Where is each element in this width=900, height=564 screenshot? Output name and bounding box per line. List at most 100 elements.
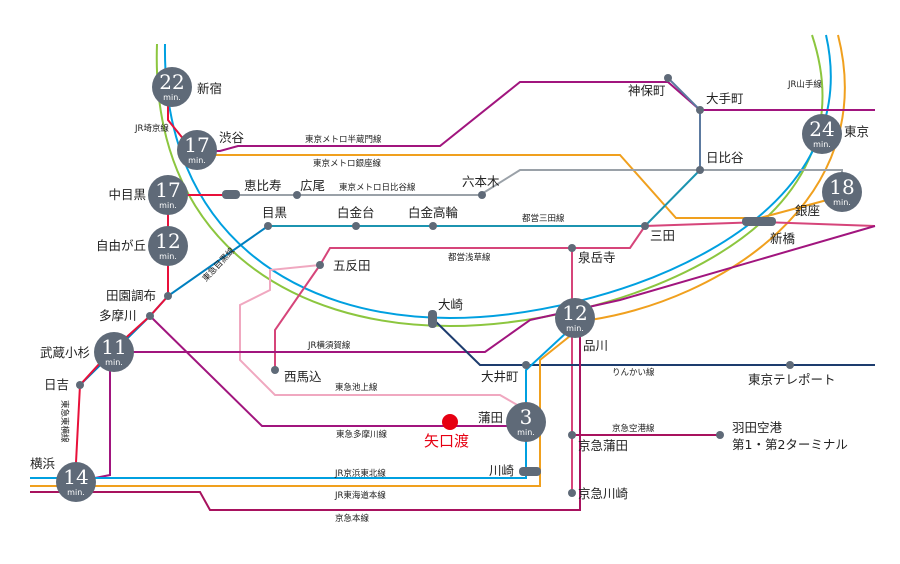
line-label-mita: 都営三田線 <box>522 213 565 224</box>
home-marker <box>442 414 458 430</box>
station-ebisu: 恵比寿 <box>244 178 282 193</box>
hub-shinjuku: 22 min. 新宿 <box>152 67 222 107</box>
hub-minutes: 12 <box>155 229 180 253</box>
station-shimbashi: 新橋 <box>770 231 796 246</box>
station-tokyo-teleport: 東京テレポート <box>748 372 836 387</box>
station-hiroo: 広尾 <box>300 178 325 193</box>
line-label-keikyu: 京急本線 <box>335 513 370 524</box>
station-tamagawa: 多摩川 <box>99 308 137 323</box>
station-hiyoshi: 日吉 <box>44 377 69 392</box>
hanzomon-line <box>193 78 669 152</box>
hub-tokyo: 24 min. 東京 <box>802 114 869 154</box>
line-label-keikyu-airport: 京急空港線 <box>612 423 655 434</box>
hub-minutes: 24 <box>809 117 834 141</box>
station-osaki: 大崎 <box>438 297 464 312</box>
hub-kamata: 3 min. 蒲田 <box>478 402 546 442</box>
keikyu-kawasaki-dot <box>568 489 576 497</box>
station-shirokanedai: 白金台 <box>337 205 375 220</box>
hub-ginza: 18 min. 銀座 <box>795 172 862 218</box>
ikegami-line <box>239 264 527 411</box>
station-sengakuji: 泉岳寺 <box>578 250 616 265</box>
hub-shinagawa: 12 min. 品川 <box>555 298 608 353</box>
jr-tokaido-ring <box>589 34 846 321</box>
line-label-asakusa: 都営浅草線 <box>448 252 491 263</box>
tamagawa-line <box>149 315 526 427</box>
hub-station: 渋谷 <box>219 130 245 145</box>
nishimagome-dot <box>271 366 279 374</box>
station-gotanda: 五反田 <box>333 258 371 273</box>
line-label-tamagawa: 東急多摩川線 <box>336 429 388 440</box>
hub-minutes: 12 <box>562 301 587 325</box>
station-nishimagome: 西馬込 <box>284 369 322 384</box>
hub-minutes: 11 <box>101 335 126 359</box>
station-jimbocho: 神保町 <box>628 83 666 98</box>
station-mita: 三田 <box>650 228 675 243</box>
tamagawa-dot <box>146 312 154 320</box>
line-label-saikyo: JR埼京線 <box>134 123 169 134</box>
hub-station: 銀座 <box>795 203 820 218</box>
line-label-keihin-tohoku: JR京浜東北線 <box>334 468 386 479</box>
hub-station: 武蔵小杉 <box>40 345 90 360</box>
hub-musashikosugi: 11 min. 武蔵小杉 <box>40 332 134 372</box>
hub-station: 自由が丘 <box>96 238 146 253</box>
station-oimachi: 大井町 <box>481 369 519 384</box>
hub-minutes: 22 <box>159 70 184 94</box>
station-haneda-terminal: 第1・第2ターミナル <box>732 437 848 452</box>
station-haneda: 羽田空港 <box>732 420 783 435</box>
hub-station: 品川 <box>583 338 608 353</box>
hub-yokohama: 14 min. 横浜 <box>30 456 96 502</box>
line-label-rinkai: りんかい線 <box>612 367 655 378</box>
station-hibiya: 日比谷 <box>706 150 744 165</box>
shirokanetakanawa-dot <box>429 222 437 230</box>
hub-station: 横浜 <box>30 456 55 471</box>
hub-unit: min. <box>833 198 851 207</box>
jr-keihin-tohoku-ring <box>163 34 832 320</box>
line-label-ikegami: 東急池上線 <box>335 382 378 393</box>
station-dots <box>76 74 794 497</box>
hub-unit: min. <box>566 324 584 333</box>
oimachi-dot <box>522 361 530 369</box>
otemachi-dot <box>696 106 704 114</box>
hiroo-dot <box>293 191 301 199</box>
station-denenchofu: 田園調布 <box>106 288 156 303</box>
hub-minutes: 18 <box>829 175 854 199</box>
hibiya-line-north <box>667 77 701 170</box>
line-label-hanzomon: 東京メトロ半蔵門線 <box>305 134 382 145</box>
jimbocho-dot <box>664 74 672 82</box>
hub-unit: min. <box>159 201 177 210</box>
station-otemachi: 大手町 <box>706 91 744 106</box>
jr-yokosuka-line <box>110 225 876 353</box>
hiyoshi-dot <box>76 381 84 389</box>
hub-station: 東京 <box>844 124 869 139</box>
hub-station: 中目黒 <box>108 187 146 202</box>
mita-dot <box>641 222 649 230</box>
hub-unit: min. <box>517 428 535 437</box>
hub-jiyugaoka: 12 min. 自由が丘 <box>96 226 188 266</box>
station-keikyu-kawasaki: 京急川崎 <box>578 486 629 501</box>
ebisu-transfer <box>222 190 240 199</box>
line-label-hibiya: 東京メトロ日比谷線 <box>339 182 416 193</box>
ginza-line <box>193 154 843 219</box>
hub-unit: min. <box>163 93 181 102</box>
tokyo-teleport-dot <box>786 361 794 369</box>
hub-unit: min. <box>67 488 85 497</box>
osaki-transfer <box>428 310 437 328</box>
hibiya-dot <box>696 166 704 174</box>
line-label-ginza: 東京メトロ銀座線 <box>313 158 382 169</box>
station-keikyu-kamata: 京急蒲田 <box>578 438 628 453</box>
asakusa-line <box>319 220 876 266</box>
toei-asakusa-nishimagome <box>274 264 321 370</box>
home-label: 矢口渡 <box>424 432 469 450</box>
line-label-yamanote: JR山手線 <box>787 79 822 90</box>
hub-station: 新宿 <box>197 81 222 96</box>
jr-yamanote-line <box>155 34 824 328</box>
station-roppongi: 六本木 <box>462 174 500 189</box>
sengakuji-dot <box>568 244 576 252</box>
station-meguro: 目黒 <box>262 205 287 220</box>
meguro-dot <box>264 222 272 230</box>
hub-minutes: 14 <box>63 465 88 489</box>
hub-unit: min. <box>813 140 831 149</box>
denenchofu-dot <box>164 292 172 300</box>
